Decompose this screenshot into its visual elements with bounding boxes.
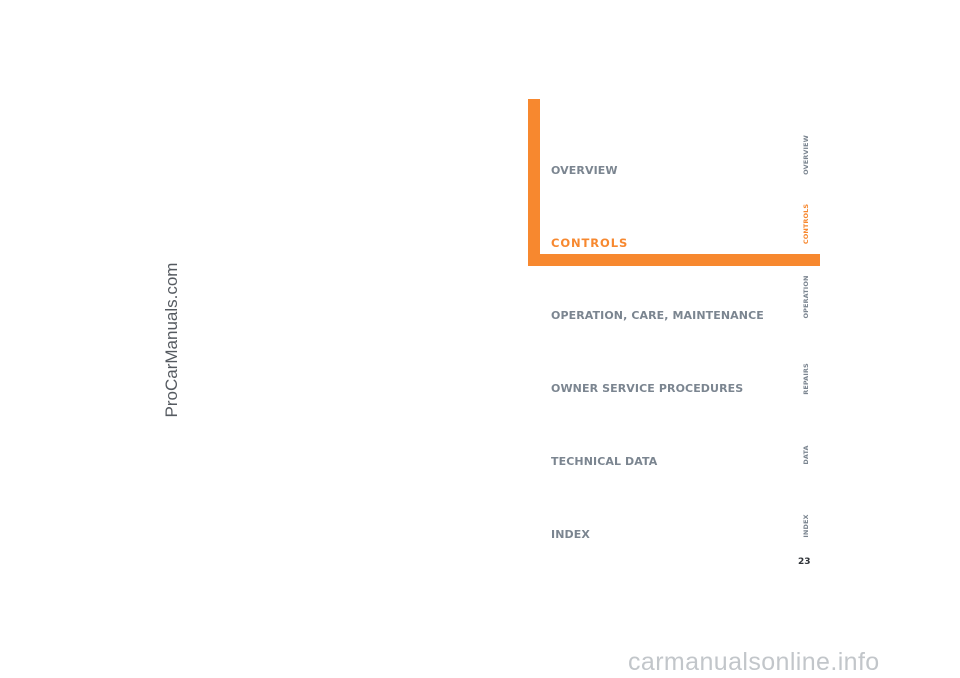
- side-tab-data[interactable]: DATA: [802, 445, 810, 465]
- section-overview-link[interactable]: OVERVIEW: [551, 164, 618, 177]
- section-index-link[interactable]: INDEX: [551, 528, 590, 541]
- section-technical-data-link[interactable]: TECHNICAL DATA: [551, 455, 658, 468]
- side-tab-overview[interactable]: OVERVIEW: [802, 135, 810, 175]
- section-owner-service-procedures-link[interactable]: OWNER SERVICE PROCEDURES: [551, 382, 744, 395]
- section-highlight-vertical-bar: [528, 99, 540, 266]
- procarmanuals-watermark: ProCarManuals.com: [162, 262, 181, 418]
- side-tab-controls[interactable]: CONTROLS: [802, 203, 810, 245]
- side-tab-operation[interactable]: OPERATION: [802, 275, 810, 319]
- side-tab-repairs[interactable]: REPAIRS: [802, 363, 810, 395]
- section-highlight-horizontal-bar: [528, 254, 820, 266]
- side-tab-index[interactable]: INDEX: [802, 514, 810, 538]
- section-controls-link[interactable]: CONTROLS: [551, 236, 629, 250]
- page-number: 23: [798, 557, 811, 567]
- section-operation-care-maintenance-link[interactable]: OPERATION, CARE, MAINTENANCE: [551, 309, 764, 322]
- carmanualsonline-watermark: carmanualsonline.info: [628, 648, 880, 676]
